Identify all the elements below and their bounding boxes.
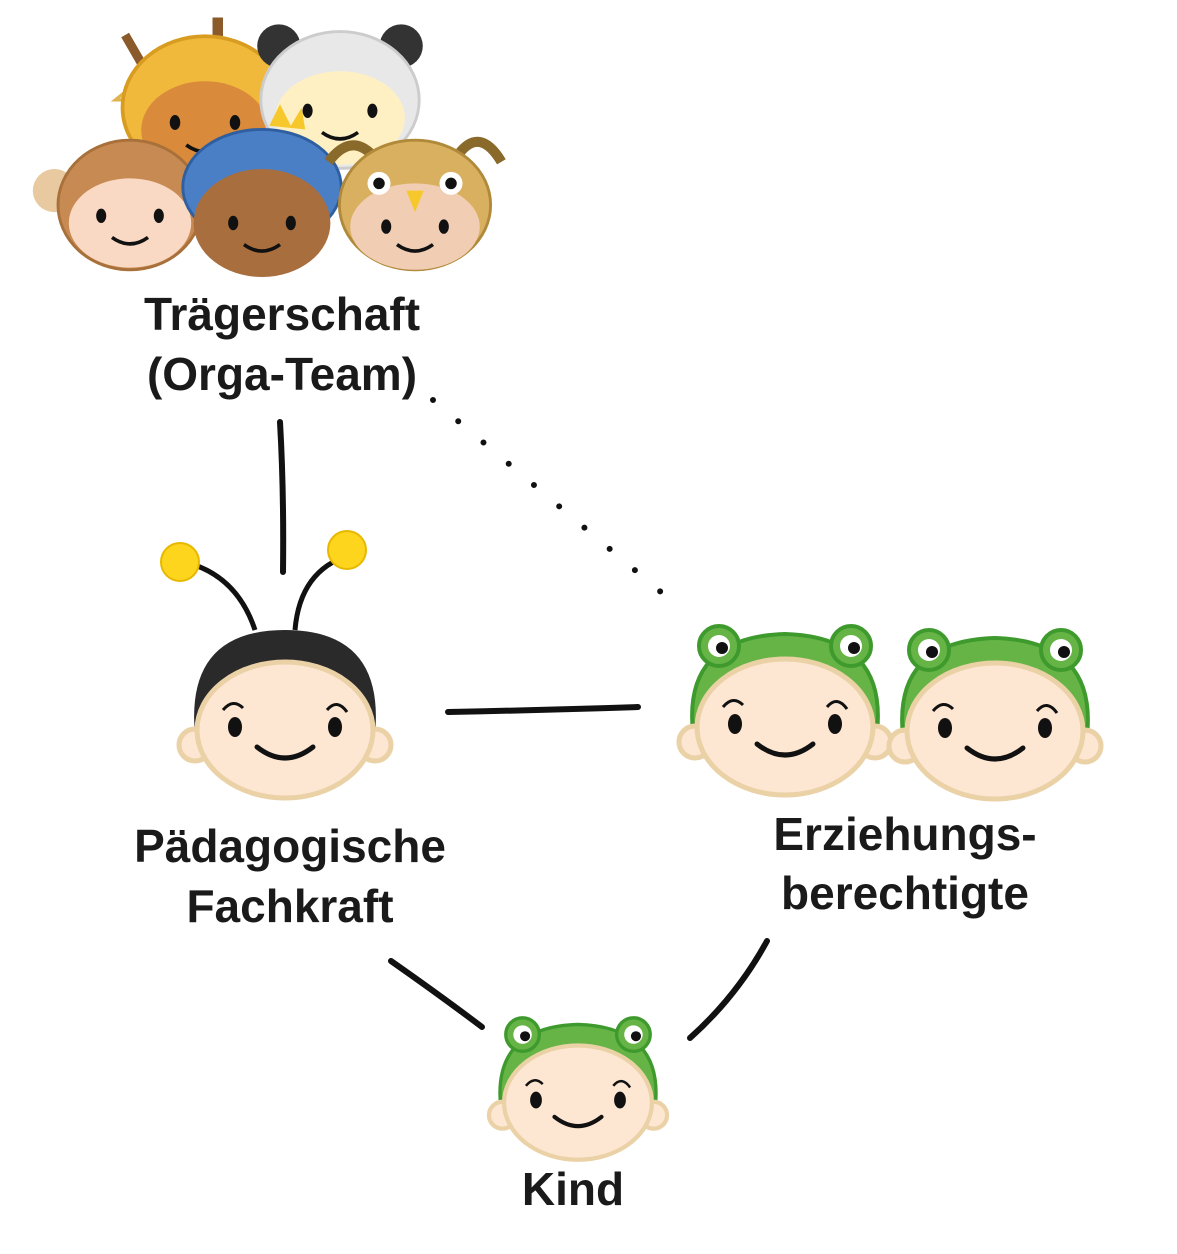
frog-child-face-icon	[489, 1016, 667, 1160]
erziehungsberechtigte-label-line2: berechtigte	[781, 867, 1029, 919]
kind-label: Kind	[522, 1163, 624, 1215]
erziehungsberechtigte-label-line1: Erziehungs-	[773, 808, 1036, 860]
frog-parent-face-icon	[679, 624, 891, 795]
edge-traeger-fachkraft	[277, 419, 287, 575]
traegerschaft-label-line1: Trägerschaft	[144, 288, 420, 340]
owl-face-icon	[324, 136, 506, 272]
edge-fachkraft-kind	[388, 958, 485, 1030]
traegerschaft-label-line2: (Orga-Team)	[147, 348, 417, 400]
dragon-face-icon	[181, 104, 343, 277]
frog-parent-face-icon	[889, 628, 1101, 799]
edge-eltern-kind	[687, 938, 770, 1041]
fachkraft-label-line2: Fachkraft	[186, 880, 393, 932]
edge-traeger-eltern-dotted	[430, 397, 671, 601]
monkey-face-icon	[32, 138, 204, 272]
fachkraft-label-line1: Pädagogische	[134, 820, 446, 872]
traegerschaft-group-illustration	[32, 17, 506, 277]
edge-fachkraft-eltern	[445, 704, 641, 715]
bee-child-face-icon	[160, 530, 391, 798]
